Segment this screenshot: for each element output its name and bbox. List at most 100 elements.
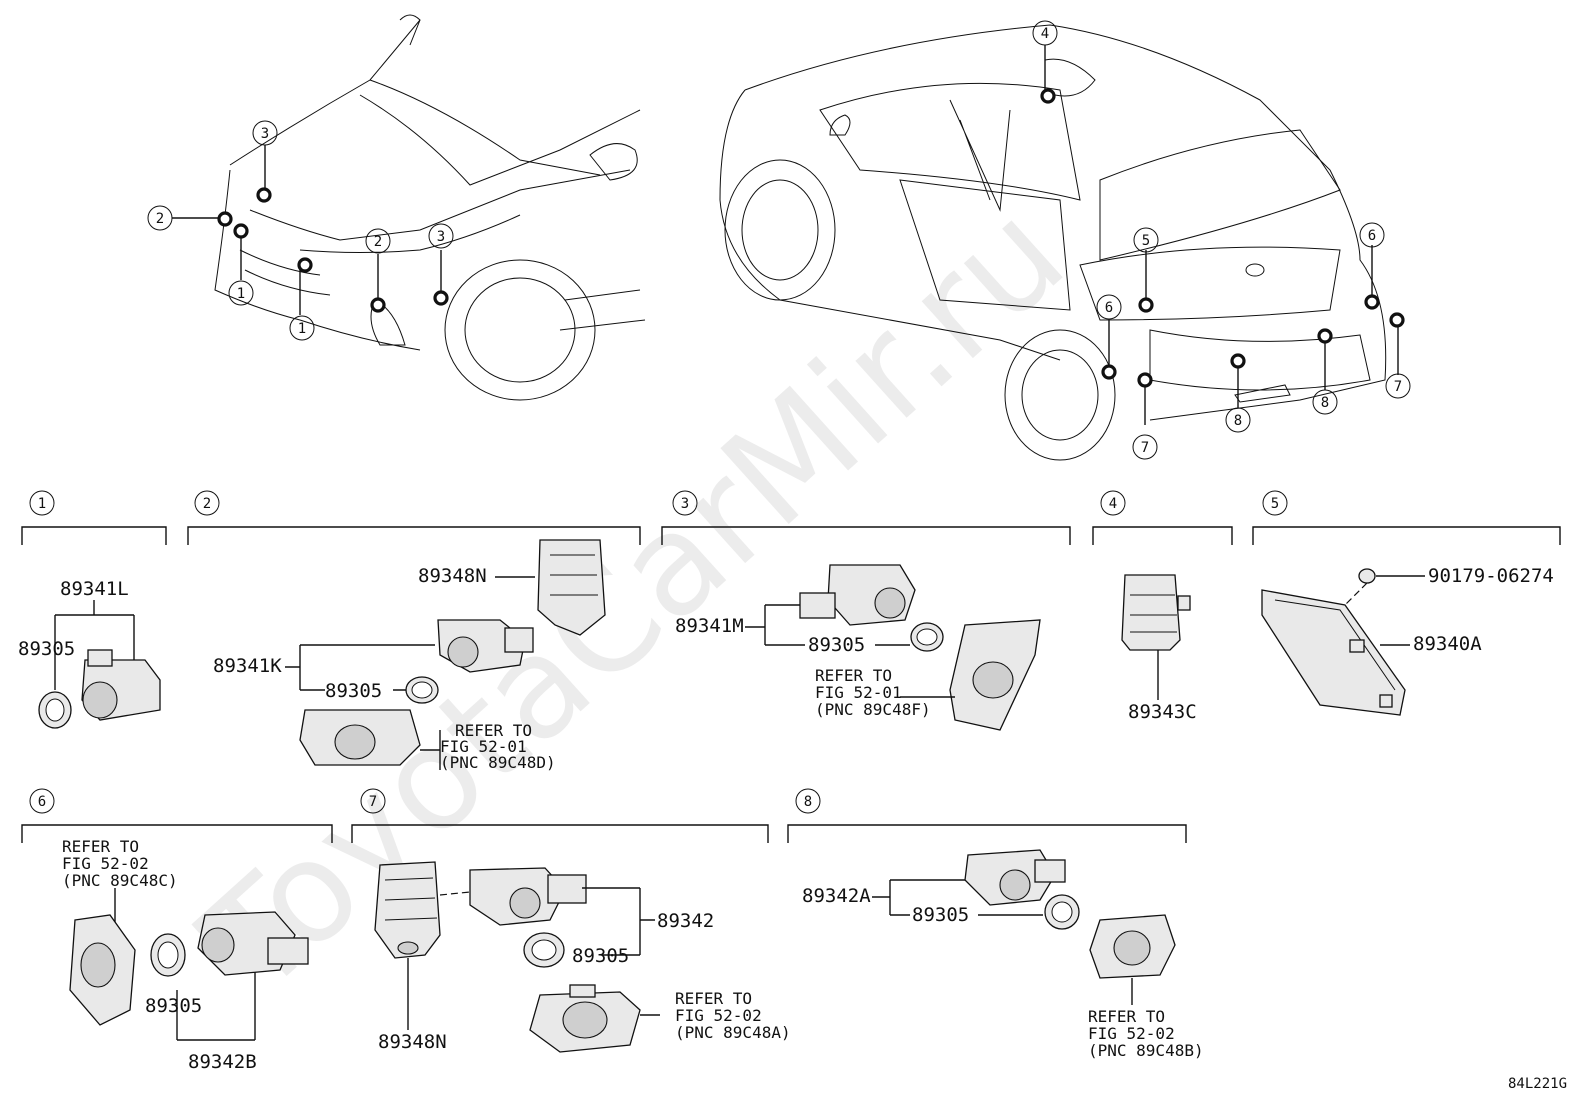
part-89305: 89305 (572, 945, 629, 967)
refer-line-1: REFER TO (62, 837, 139, 856)
svg-text:7: 7 (1394, 379, 1402, 395)
ring-89305-drawing (38, 691, 72, 729)
callout-6: 6 (1359, 222, 1385, 248)
callout-6: 6 (1096, 294, 1122, 320)
callout-2: 2 (147, 205, 173, 231)
part-89348N: 89348N (378, 1031, 447, 1053)
sensor-89342A-drawing (964, 849, 1066, 906)
svg-text:7: 7 (1141, 440, 1149, 456)
ecu-89340A-drawing (1261, 589, 1406, 716)
callout-7: 7 (1385, 373, 1411, 399)
group-3: 3 89341M 89305 REFER TO FIG 52-01 (PNC 8… (661, 490, 1071, 731)
sensor-89342-drawing (469, 867, 587, 926)
group-2-number: 2 (203, 496, 211, 512)
refer-line-3: (PNC 89C48D) (440, 753, 556, 772)
bezel-drawing (949, 619, 1041, 731)
front-car-illustration: 3 2 1 1 2 3 (147, 14, 646, 401)
group-8: 8 89342A 89305 REFER TO FIG 52-02 (PNC 8… (787, 788, 1204, 1060)
bracket-89348N-drawing (537, 539, 606, 636)
part-89341K: 89341K (213, 655, 282, 677)
sensor-89342B-drawing (197, 911, 309, 976)
group-6-number: 6 (38, 794, 46, 810)
bezel-drawing (1089, 914, 1176, 979)
svg-text:1: 1 (298, 321, 306, 337)
group-5-number: 5 (1271, 496, 1279, 512)
bezel-drawing (299, 709, 421, 766)
callout-8: 8 (1312, 389, 1338, 415)
svg-text:4: 4 (1041, 26, 1049, 42)
part-89305: 89305 (325, 680, 382, 702)
group-4-number: 4 (1109, 496, 1117, 512)
part-89342A: 89342A (802, 885, 871, 907)
bracket-89348N-drawing (374, 861, 441, 959)
refer-line-1: REFER TO (675, 989, 752, 1008)
sensor-89341L-drawing (81, 649, 161, 721)
group-5: 5 90179-06274 89340A (1252, 490, 1561, 716)
ring-89305-drawing (523, 932, 565, 968)
ring-89305-drawing (405, 676, 439, 704)
group-7: 7 89342 89305 89348N REFER TO FIG 52-0 (351, 788, 791, 1053)
group-6: 6 REFER TO FIG 52-02 (PNC 89C48C) 89305 … (21, 788, 333, 1073)
group-1: 1 89341L 89305 (18, 490, 167, 729)
part-89305: 89305 (912, 904, 969, 926)
part-89305: 89305 (145, 995, 202, 1017)
part-89342: 89342 (657, 910, 714, 932)
rear-car-illustration: 4 5 6 7 6 7 8 8 (719, 20, 1411, 461)
ring-89305-drawing (1044, 894, 1080, 930)
refer-line-3: (PNC 89C48B) (1088, 1041, 1204, 1060)
module-89343C-drawing (1121, 574, 1191, 651)
svg-text:2: 2 (156, 211, 164, 227)
callout-1: 1 (228, 280, 254, 306)
part-89348N: 89348N (418, 565, 487, 587)
callout-4: 4 (1032, 20, 1058, 46)
bezel-drawing (69, 914, 136, 1026)
refer-line-2: FIG 52-02 (675, 1006, 762, 1025)
refer-line-2: FIG 52-01 (440, 737, 527, 756)
callout-3: 3 (252, 120, 278, 146)
part-89341L: 89341L (60, 578, 129, 600)
callout-5: 5 (1133, 227, 1159, 253)
sensor-89341K-drawing (437, 619, 534, 673)
svg-text:6: 6 (1368, 228, 1376, 244)
refer-line-3: (PNC 89C48A) (675, 1023, 791, 1042)
svg-text:1: 1 (237, 286, 245, 302)
refer-line-2: FIG 52-02 (1088, 1024, 1175, 1043)
callout-3: 3 (428, 223, 454, 249)
group-2: 2 89348N 89341K 89305 REFER TO FIG 52-01… (187, 490, 641, 772)
svg-text:2: 2 (374, 234, 382, 250)
group-8-number: 8 (804, 794, 812, 810)
group-7-number: 7 (369, 794, 377, 810)
svg-text:8: 8 (1321, 395, 1329, 411)
callout-2: 2 (365, 228, 391, 254)
refer-line-1: REFER TO (815, 666, 892, 685)
part-89305: 89305 (18, 638, 75, 660)
ring-89305-drawing (150, 933, 186, 977)
part-90179-06274: 90179-06274 (1428, 565, 1554, 587)
callout-1: 1 (289, 315, 315, 341)
bezel-drawing (529, 984, 641, 1053)
svg-text:3: 3 (437, 229, 445, 245)
svg-text:3: 3 (261, 126, 269, 142)
refer-line-2: FIG 52-01 (815, 683, 902, 702)
svg-text:6: 6 (1105, 300, 1113, 316)
svg-text:8: 8 (1234, 413, 1242, 429)
diagram-code: 84L221G (1508, 1076, 1567, 1092)
refer-line-3: (PNC 89C48C) (62, 871, 178, 890)
part-89343C: 89343C (1128, 701, 1197, 723)
callout-8: 8 (1225, 407, 1251, 433)
refer-line-2: FIG 52-02 (62, 854, 149, 873)
callout-7: 7 (1132, 434, 1158, 460)
group-4: 4 89343C (1092, 490, 1233, 723)
group-1-number: 1 (38, 496, 46, 512)
ring-89305-drawing (910, 622, 944, 652)
part-89305: 89305 (808, 634, 865, 656)
group-3-number: 3 (681, 496, 689, 512)
part-89342B: 89342B (188, 1051, 257, 1073)
svg-text:5: 5 (1142, 233, 1150, 249)
sensor-89341M-drawing (799, 564, 916, 626)
part-89340A: 89340A (1413, 633, 1482, 655)
refer-line-3: (PNC 89C48F) (815, 700, 931, 719)
part-89341M: 89341M (675, 615, 744, 637)
